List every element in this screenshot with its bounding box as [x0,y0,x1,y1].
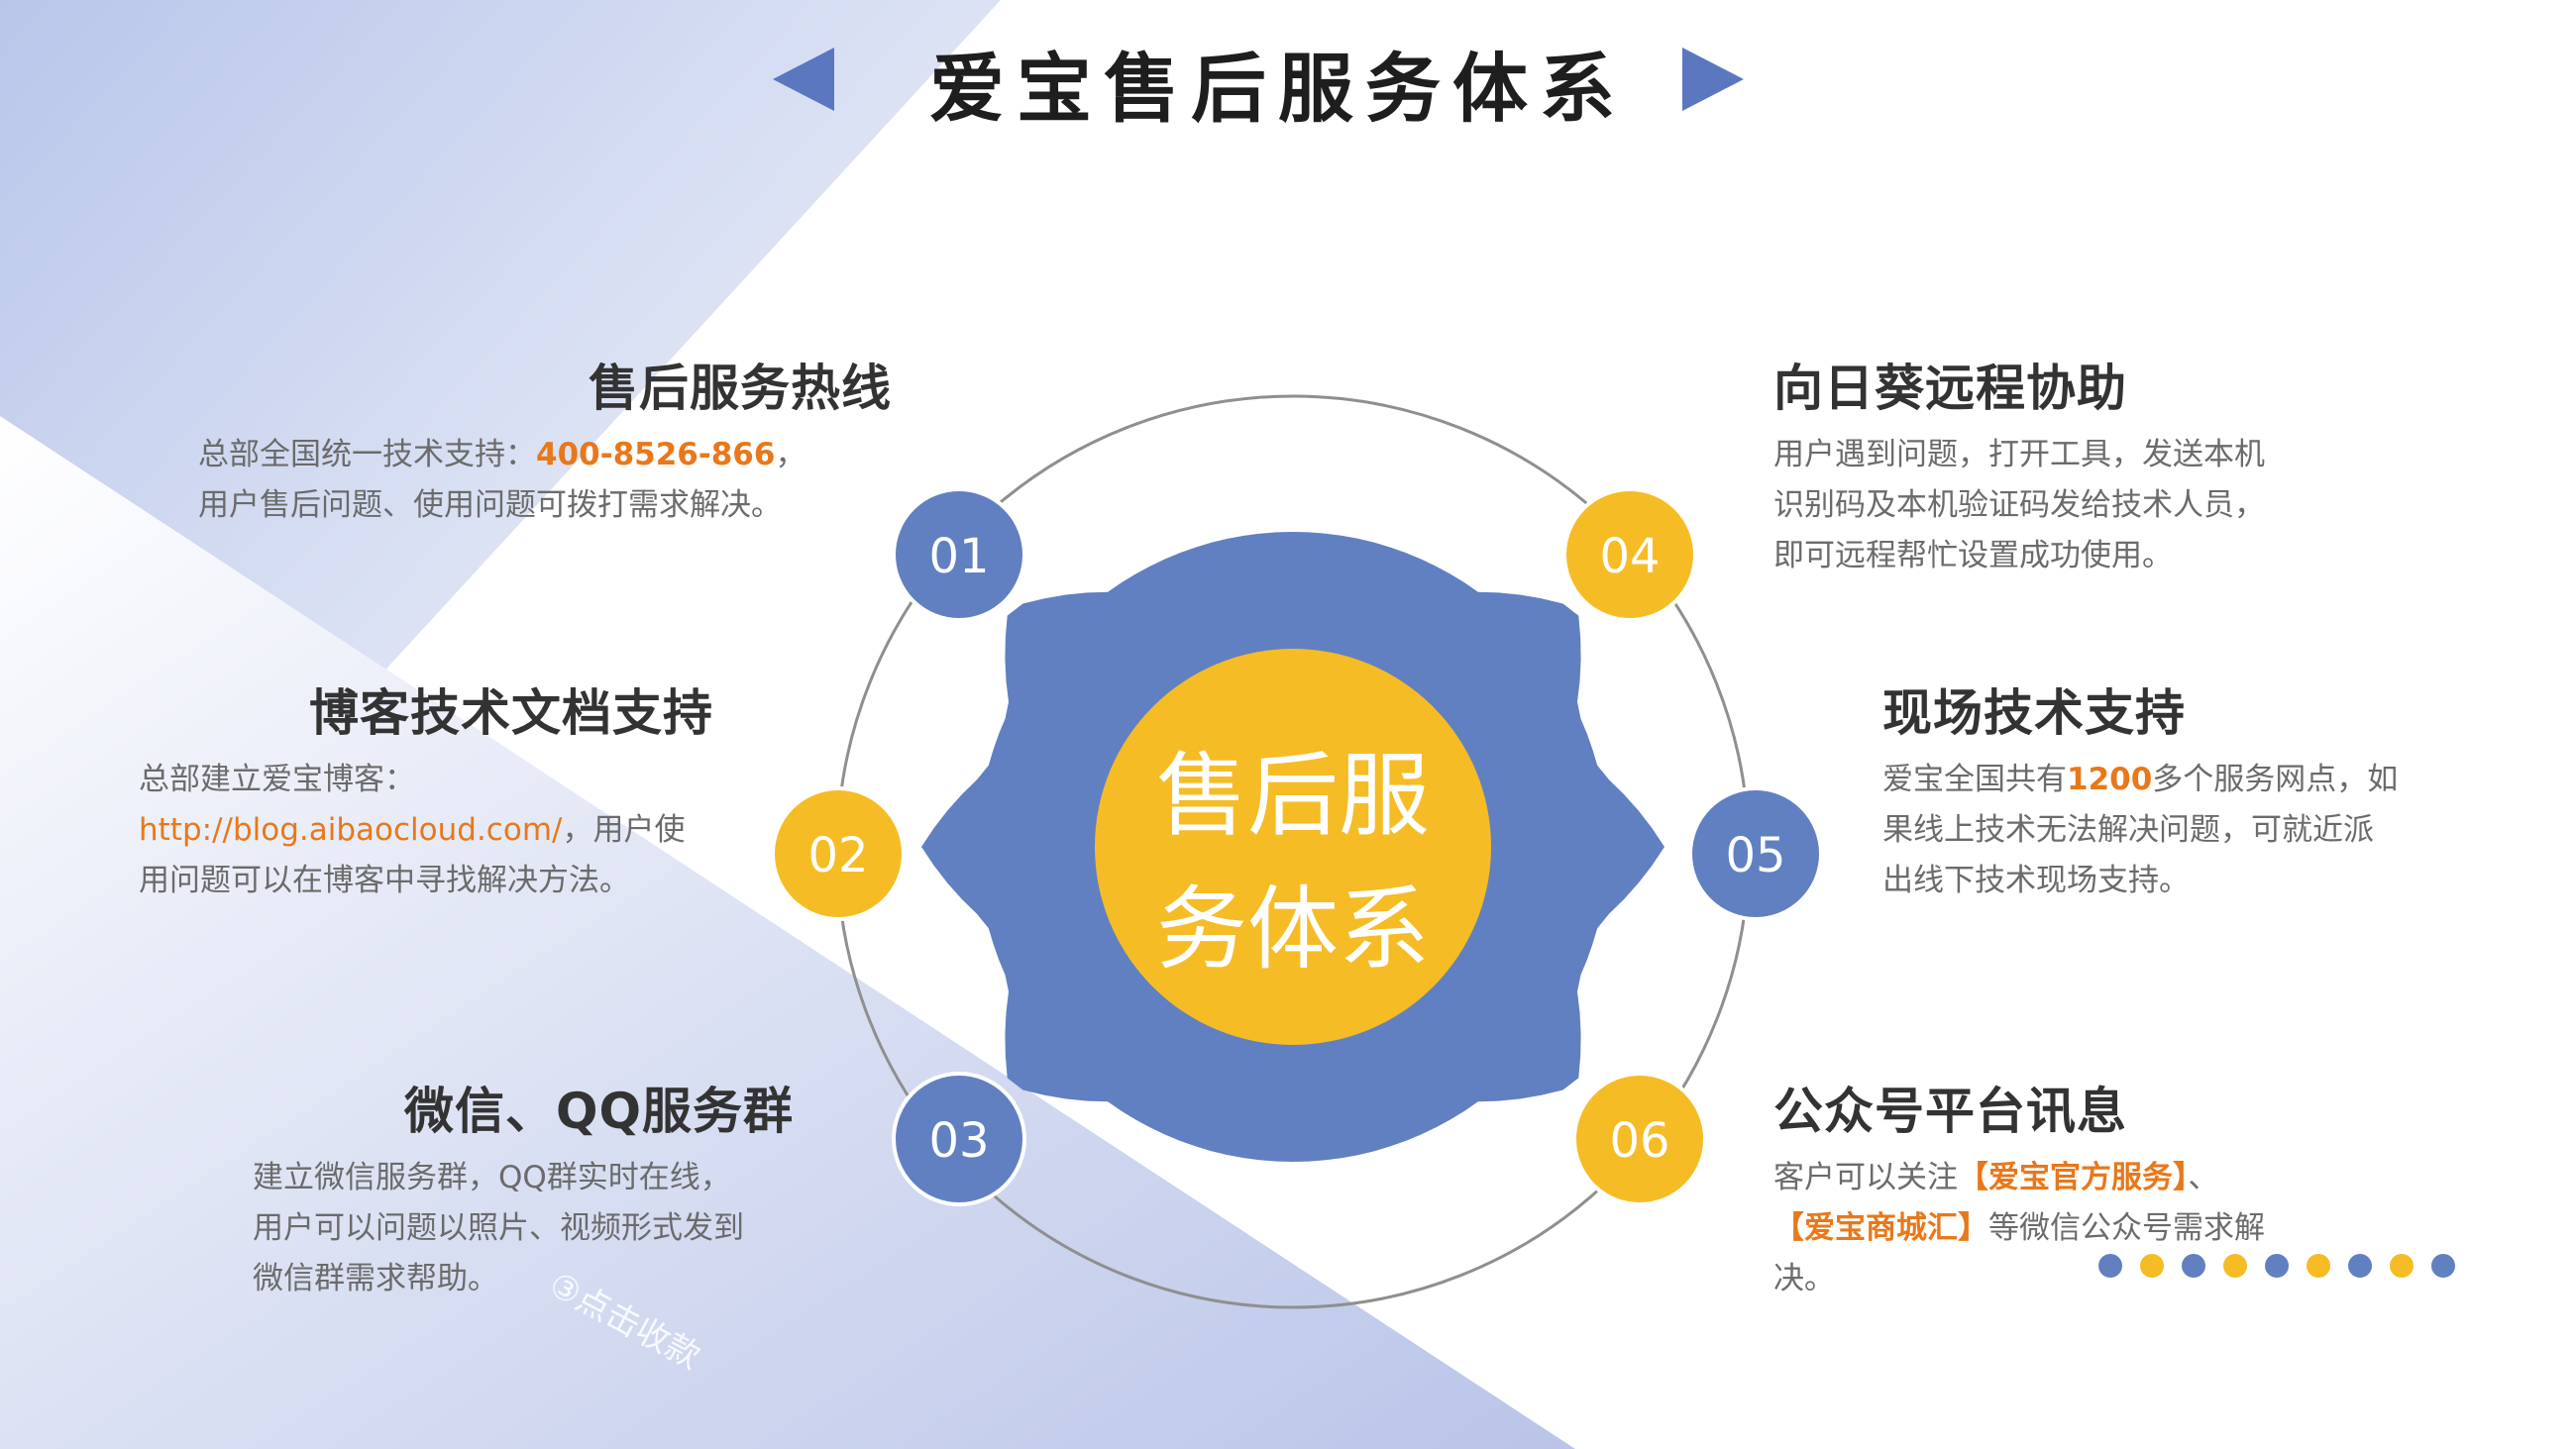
node-circle-01 [892,487,1026,622]
node-03: 03 [892,1072,1026,1206]
triangle-left-icon [773,48,834,111]
remote-line1: 用户遇到问题，打开工具，发送本机 [1773,437,2265,472]
node-04: 04 [1562,487,1697,622]
dot-8 [2390,1254,2414,1278]
account-mid: 等微信公众号需求解 [1988,1210,2265,1246]
section-wechat-qq: 微信、QQ服务群 建立微信服务群，QQ群实时在线， 用户可以问题以照片、视频形式发… [253,1072,817,1304]
decorative-dots [2098,1254,2455,1278]
account-sep: 、 [2188,1160,2219,1195]
node-circle-05 [1688,786,1823,921]
section-blog: 博客技术文档支持 总部建立爱宝博客： http://blog.aibaocloud… [139,673,733,906]
background-bottom-shape [0,416,1575,1449]
account-brand2: 【爱宝商城汇】 [1773,1210,1988,1246]
center-circle [1095,649,1491,1045]
account-prefix: 客户可以关注 [1773,1160,1958,1195]
wechat-line2: 用户可以问题以照片、视频形式发到 [253,1210,744,1246]
wechat-line3: 微信群需求帮助。 [253,1261,498,1296]
section-blog-heading: 博客技术文档支持 [309,684,713,742]
page-title: 爱宝售后服务体系 [929,45,1627,133]
onsite-suffix: 多个服务网点，如 [2152,762,2399,797]
node-circle-03 [892,1072,1026,1206]
node-01: 01 [892,487,1026,622]
section-official-account-heading: 公众号平台讯息 [1773,1083,2127,1140]
blog-suffix: ，用户使 [562,812,686,848]
account-brand1: 【爱宝官方服务】 [1958,1160,2189,1195]
node-05: 05 [1688,786,1823,921]
node-circle-04 [1562,487,1697,622]
hotline-desc: 用户售后问题、使用问题可拨打需求解决。 [198,487,782,523]
section-wechat-qq-text: 建立微信服务群，QQ群实时在线， 用户可以问题以照片、视频形式发到微信群需求帮助。 [253,1153,817,1304]
blog-link[interactable]: http://blog.aibaocloud.com/ [139,812,563,848]
dot-3 [2182,1254,2205,1278]
remote-line3: 即可远程帮忙设置成功使用。 [1773,538,2173,573]
center-label-line2: 务体系 [1156,877,1430,983]
section-onsite: 现场技术支持 爱宝全国共有1200多个服务网点，如果线上技术无法解决问题，可就近… [1882,673,2457,906]
center-label-line1: 售后服 [1156,743,1430,849]
section-official-account: 公众号平台讯息 客户可以关注【爱宝官方服务】、【爱宝商城汇】等微信公众号需求解决… [1773,1072,2368,1304]
triangle-right-icon [1682,48,1744,111]
hotline-number[interactable]: 400-8526-866 [536,437,776,472]
dot-4 [2223,1254,2247,1278]
section-wechat-qq-heading: 微信、QQ服务群 [403,1083,794,1140]
section-hotline-heading: 售后服务热线 [589,360,892,417]
node-number-02: 02 [807,828,868,883]
blog-prefix: 总部建立爱宝博客： [139,762,415,797]
section-hotline: 售后服务热线 总部全国统一技术支持：400-8526-866， 用户售后问题、使用… [198,349,892,531]
dot-7 [2348,1254,2372,1278]
node-circle-06 [1572,1072,1707,1206]
hotline-prefix: 总部全国统一技术支持： [198,437,536,472]
remote-line2: 识别码及本机验证码发给技术人员， [1773,487,2265,523]
onsite-line3: 出线下技术现场支持。 [1882,863,2190,898]
number-nodes: 01 02 03 04 05 06 [771,487,1823,1206]
node-06: 06 [1572,1072,1707,1206]
node-number-03: 03 [928,1113,989,1169]
node-02: 02 [771,786,906,921]
wechat-line1: 建立微信服务群，QQ群实时在线， [253,1160,731,1195]
dot-9 [2431,1254,2455,1278]
account-end: 决。 [1773,1261,1835,1296]
onsite-prefix: 爱宝全国共有 [1882,762,2067,797]
section-hotline-text: 总部全国统一技术支持：400-8526-866， 用户售后问题、使用问题可拨打需求… [198,430,892,531]
section-remote: 向日葵远程协助 用户遇到问题，打开工具，发送本机识别码及本机验证码发给技术人员，… [1773,349,2368,581]
dot-2 [2140,1254,2164,1278]
section-onsite-heading: 现场技术支持 [1882,684,2186,742]
onsite-line2: 果线上技术无法解决问题，可就近派 [1882,812,2374,848]
node-circle-02 [771,786,906,921]
onsite-count: 1200 [2067,762,2153,797]
blog-desc: 用问题可以在博客中寻找解决方法。 [139,863,630,898]
dot-6 [2307,1254,2330,1278]
dot-5 [2265,1254,2289,1278]
section-blog-text: 总部建立爱宝博客： http://blog.aibaocloud.com/，用户使… [139,755,733,906]
hotline-comma: ， [775,437,806,472]
section-onsite-text: 爱宝全国共有1200多个服务网点，如果线上技术无法解决问题，可就近派出线下技术现… [1882,755,2457,906]
title-bar: 爱宝售后服务体系 [0,20,2576,139]
section-official-account-text: 客户可以关注【爱宝官方服务】、【爱宝商城汇】等微信公众号需求解决。 [1773,1153,2368,1304]
node-number-04: 04 [1599,529,1660,584]
section-remote-text: 用户遇到问题，打开工具，发送本机识别码及本机验证码发给技术人员， 即可远程帮忙设置… [1773,430,2368,581]
dot-1 [2098,1254,2122,1278]
node-number-05: 05 [1725,828,1785,883]
node-number-06: 06 [1609,1113,1669,1169]
section-remote-heading: 向日葵远程协助 [1773,360,2127,417]
node-number-01: 01 [928,529,989,584]
